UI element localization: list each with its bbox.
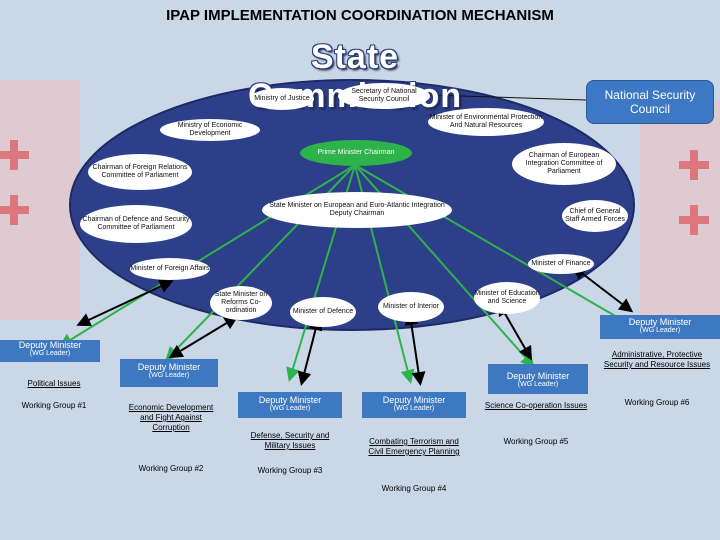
national-security-council-box: National Security Council [586, 80, 714, 124]
wg6-topic: Administrative, Protective Security and … [603, 350, 711, 369]
chairman-european-integration: Chairman of European Integration Committ… [512, 143, 616, 185]
minister-interior: Minister of Interior [378, 292, 444, 322]
wg2-leader: (WG Leader) [148, 372, 190, 379]
wg6-deputy: Deputy Minister [628, 317, 692, 327]
minister-environment: Minister of Environmental Protection And… [428, 108, 544, 136]
wg3-leader: (WG Leader) [269, 405, 311, 412]
wg5-header: Deputy Minister (WG Leader) [488, 364, 588, 394]
wg4-leader: (WG Leader) [393, 405, 435, 412]
wg5-topic: Science Co-operation Issues [484, 401, 588, 410]
wg3-topic: Defense, Security and Military Issues [250, 431, 330, 450]
secretary-nsc: Secretary of National Security Council [338, 83, 430, 109]
wg3-deputy: Deputy Minister [258, 395, 322, 405]
wg6-name: Working Group #6 [624, 398, 690, 407]
wg2-header: Deputy Minister (WG Leader) [120, 359, 218, 387]
wg4-topic: Combating Terrorism and Civil Emergency … [368, 437, 460, 456]
ministry-economic: Ministry of Economic Development [160, 119, 260, 141]
wg2-deputy: Deputy Minister [137, 362, 201, 372]
wg1-topic: Political Issues [27, 379, 81, 388]
prime-minister: Prime Minister Chairman [300, 140, 412, 166]
wg4-deputy: Deputy Minister [382, 395, 446, 405]
wg3-header: Deputy Minister (WG Leader) [238, 392, 342, 418]
page-title: IPAP IMPLEMENTATION COORDINATION MECHANI… [166, 7, 554, 24]
wg1-header: Deputy Minister (WG Leader) [0, 340, 100, 362]
wg1-leader: (WG Leader) [29, 350, 71, 357]
wg4-name: Working Group #4 [381, 484, 447, 493]
minister-foreign-affairs: Minister of Foreign Affairs [130, 258, 210, 280]
wg6-header: Deputy Minister (WG Leader) [600, 315, 720, 339]
wg1-name: Working Group #1 [21, 401, 87, 410]
wg3-name: Working Group #3 [257, 466, 323, 475]
wg4-header: Deputy Minister (WG Leader) [362, 392, 466, 418]
state-minister-reforms: State Minister on Reforms Co-ordination [210, 286, 272, 320]
minister-defence: Minister of Defence [290, 297, 356, 327]
wg5-leader: (WG Leader) [517, 381, 559, 388]
wg6-leader: (WG Leader) [639, 327, 681, 334]
minister-finance: Minister of Finance [528, 254, 594, 274]
chief-general-staff: Chief of General Staff Armed Forces [562, 200, 628, 232]
state-minister-euro-atlantic: State Minister on European and Euro-Atla… [262, 192, 452, 228]
minister-education: Minister of Education and Science [474, 282, 540, 314]
wg1-deputy: Deputy Minister [18, 340, 82, 350]
wg2-name: Working Group #2 [138, 464, 204, 473]
chairman-foreign-relations: Chairman of Foreign Relations Committee … [88, 154, 192, 190]
wg5-deputy: Deputy Minister [506, 371, 570, 381]
wg2-topic: Economic Development and Fight Against C… [128, 403, 214, 432]
ministry-justice: Ministry of Justice [250, 88, 314, 110]
chairman-defence-security: Chairman of Defence and Security Committ… [80, 205, 192, 243]
wg5-name: Working Group #5 [503, 437, 569, 446]
